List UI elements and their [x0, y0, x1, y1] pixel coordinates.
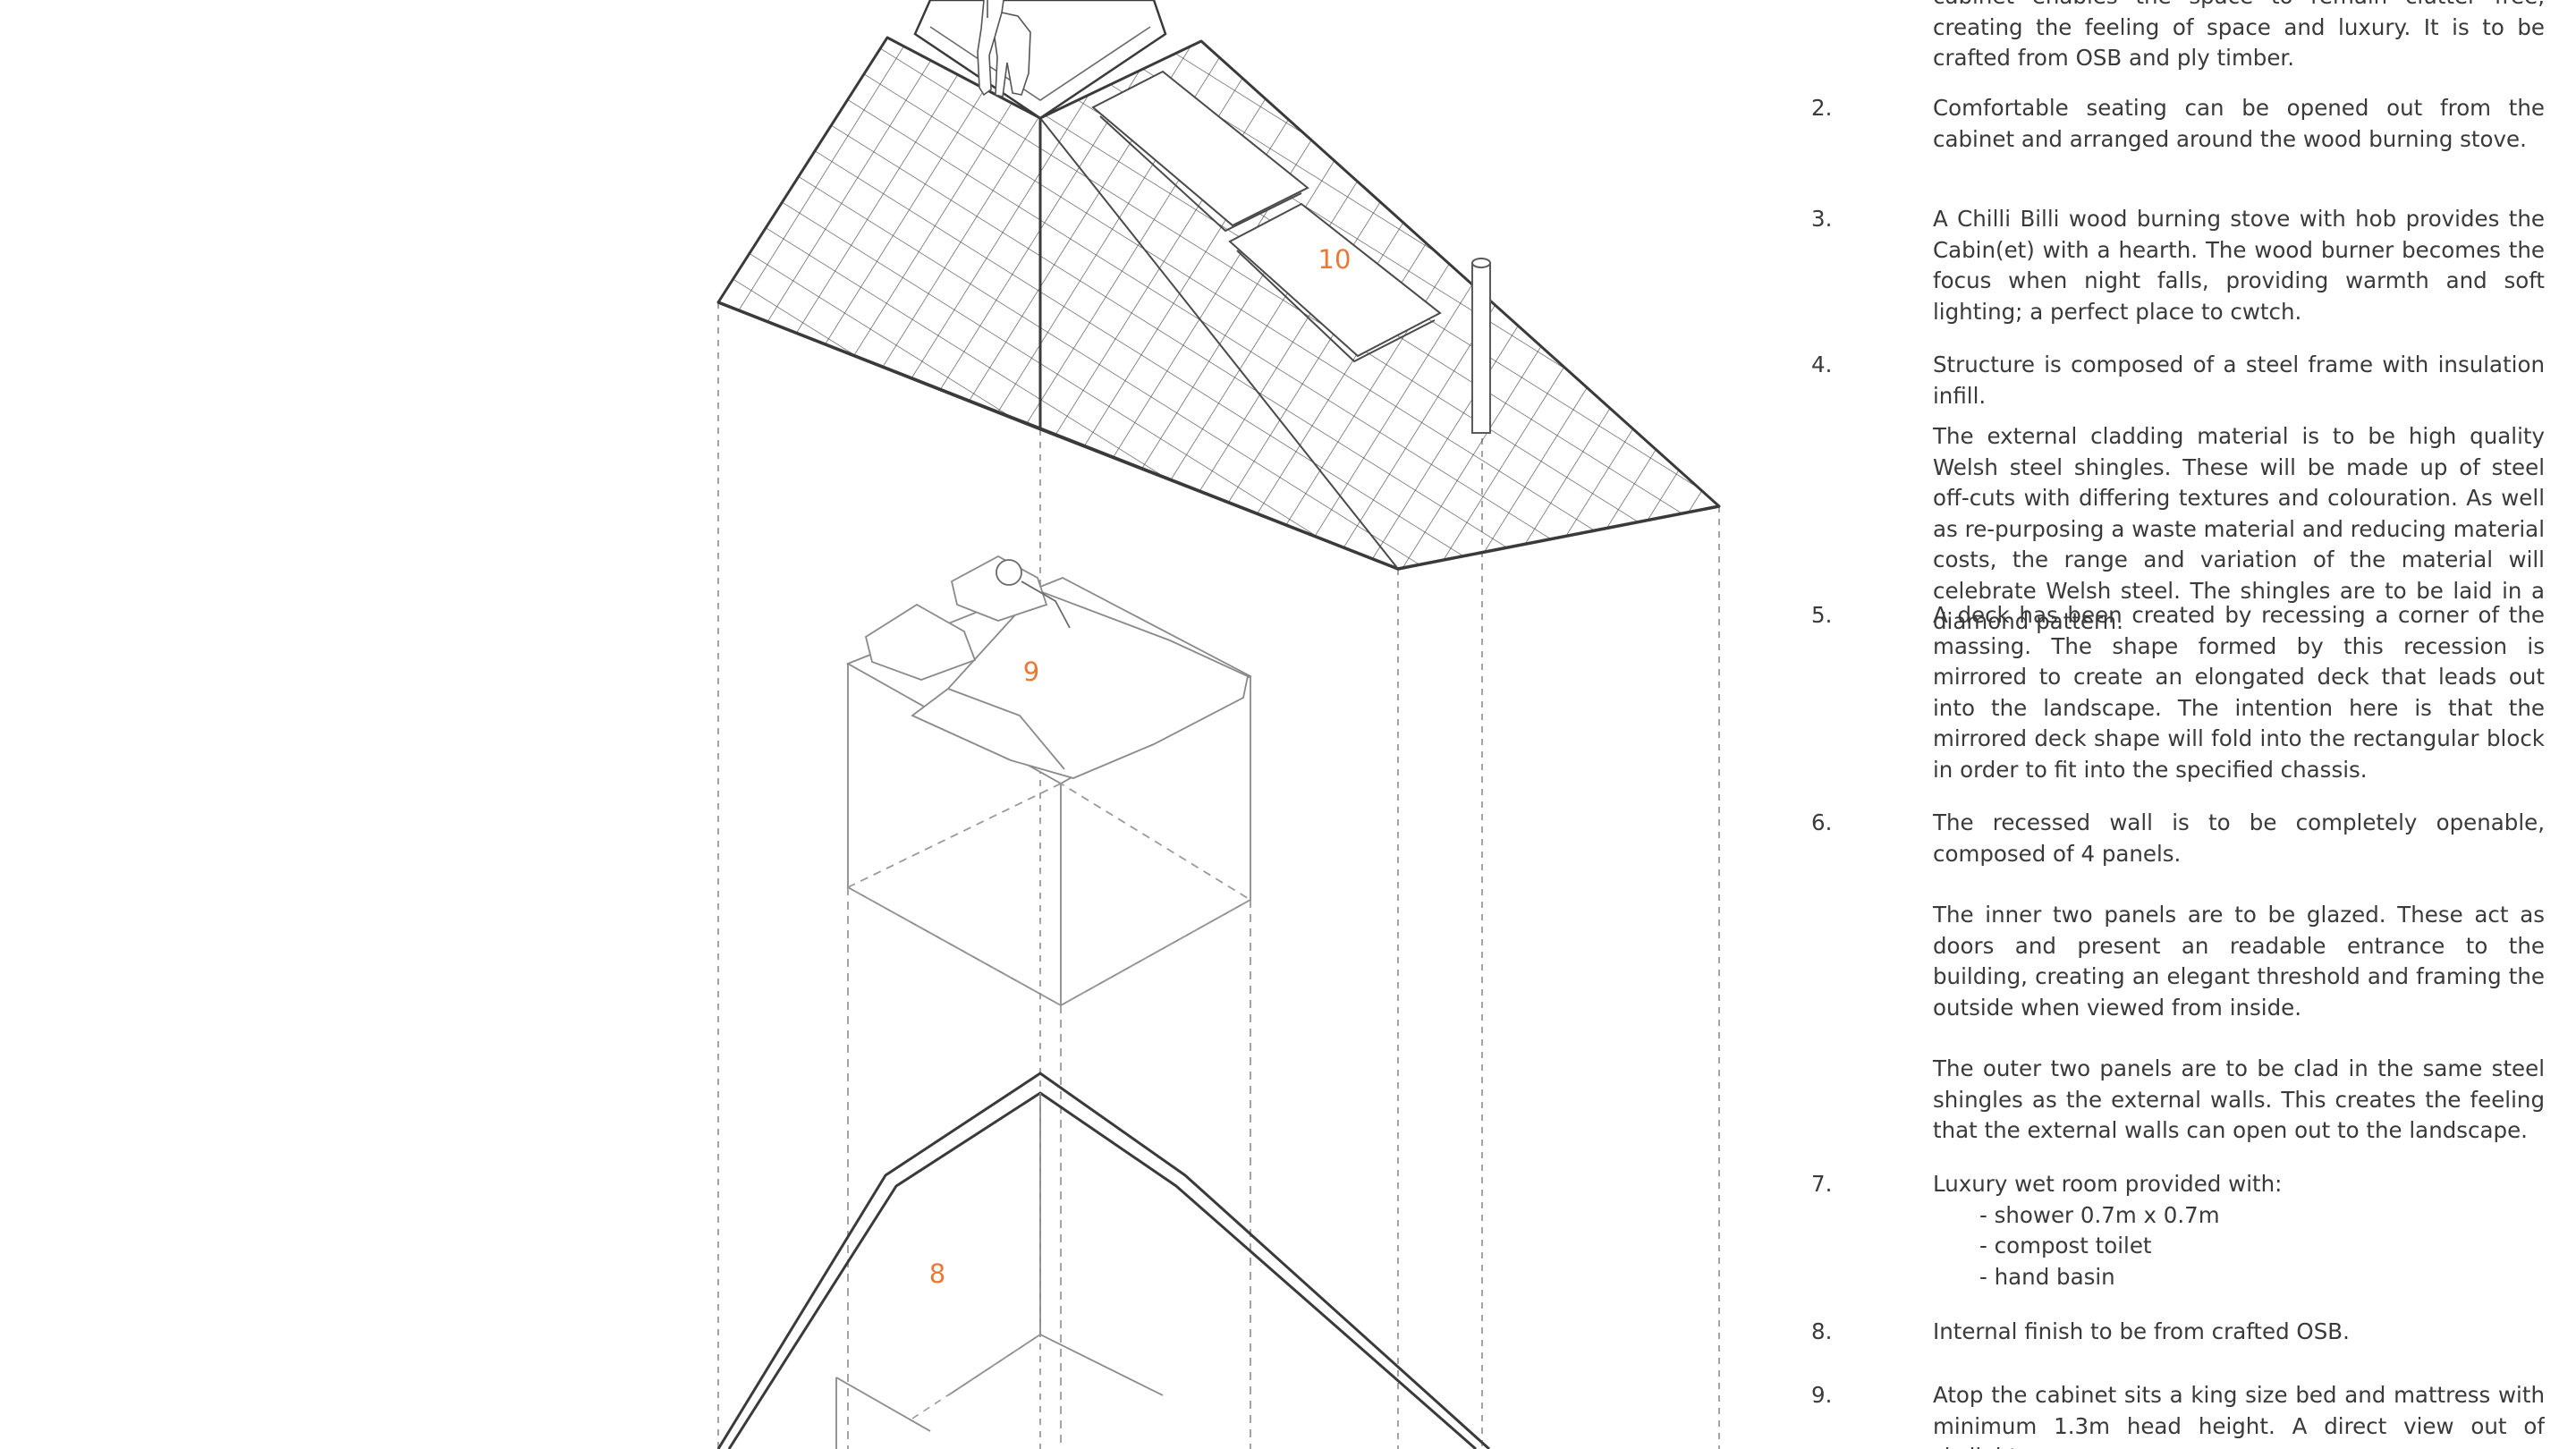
note-number: 2. [1811, 95, 1833, 121]
note-text: A deck has been created by recessing a c… [1933, 600, 2545, 785]
skylight-frame [929, 26, 1151, 101]
callout-8: 8 [929, 1258, 945, 1289]
note-number: 4. [1811, 352, 1833, 377]
bed-mattress [911, 589, 1250, 779]
note-paragraph: A Chilli Billi wood burning stove with h… [1933, 206, 2545, 325]
exploded-axonometric-drawing: 10 9 8 [716, 0, 1721, 1449]
note-paragraph: A deck has been created by recessing a c… [1933, 602, 2545, 783]
note-list-item: - compost toilet [1979, 1233, 2152, 1258]
projection-lines [717, 302, 1720, 1449]
note-text: Structure is composed of a steel frame w… [1933, 350, 2545, 638]
roof-ridge [1039, 117, 1399, 570]
bed-pillow-second [950, 555, 1048, 622]
note-paragraph: The external cladding material is to be … [1933, 423, 2545, 634]
roof-left-slope [716, 36, 1042, 431]
skylight-opening [913, 0, 1167, 120]
bed-pillow [864, 603, 977, 681]
standing-person-figure [977, 0, 1031, 97]
note-paragraph: The inner two panels are to be glazed. T… [1933, 902, 2545, 1021]
specification-notes: cabinet enables the space to remain clut… [1811, 0, 2545, 1449]
lower-module-hidden [911, 1334, 1041, 1419]
chimney-flue [1471, 258, 1491, 434]
note-text: Luxury wet room provided with: - shower … [1933, 1169, 2545, 1292]
note-text: Atop the cabinet sits a king size bed an… [1933, 1380, 2545, 1449]
solar-panel-lower [1228, 202, 1442, 358]
note-text: A Chilli Billi wood burning stove with h… [1933, 204, 2545, 327]
cabinet-hidden-box [846, 782, 1252, 1449]
note-paragraph: Atop the cabinet sits a king size bed an… [1933, 1382, 2545, 1449]
sleeping-person-head [996, 559, 1022, 586]
note-text: Internal finish to be from crafted OSB. [1933, 1317, 2545, 1348]
note-number: 3. [1811, 206, 1833, 232]
callout-9: 9 [1023, 657, 1039, 687]
note-paragraph: Structure is composed of a steel frame w… [1933, 352, 2545, 409]
lower-module-interior [835, 1093, 1164, 1449]
callout-10: 10 [1318, 244, 1352, 275]
note-list-item: - hand basin [1979, 1263, 2115, 1290]
note-paragraph: The recessed wall is to be completely op… [1933, 809, 2545, 867]
note-text: cabinet enables the space to remain clut… [1933, 0, 2545, 74]
note-text: Comfortable seating can be opened out fr… [1933, 93, 2545, 155]
note-paragraph: The outer two panels are to be clad in t… [1933, 1055, 2545, 1143]
note-text: The recessed wall is to be completely op… [1933, 808, 2545, 1147]
note-number: 5. [1811, 602, 1833, 628]
note-paragraph: Comfortable seating can be opened out fr… [1933, 95, 2545, 152]
lower-module [716, 1072, 1491, 1449]
solar-panels [1091, 70, 1442, 363]
note-paragraph: Luxury wet room provided with: [1933, 1171, 2283, 1197]
solar-panel-upper [1091, 70, 1309, 227]
note-number: 8. [1811, 1318, 1833, 1344]
note-number: 9. [1811, 1382, 1833, 1408]
note-list-item: - shower 0.7m x 0.7m [1979, 1201, 2220, 1228]
roof-module [716, 0, 1721, 571]
note-number: 6. [1811, 809, 1833, 835]
bed-module [845, 555, 1252, 1007]
note-number: 7. [1811, 1171, 1833, 1197]
note-paragraph: cabinet enables the space to remain clut… [1933, 0, 2545, 71]
note-paragraph: Internal finish to be from crafted OSB. [1933, 1318, 2350, 1344]
